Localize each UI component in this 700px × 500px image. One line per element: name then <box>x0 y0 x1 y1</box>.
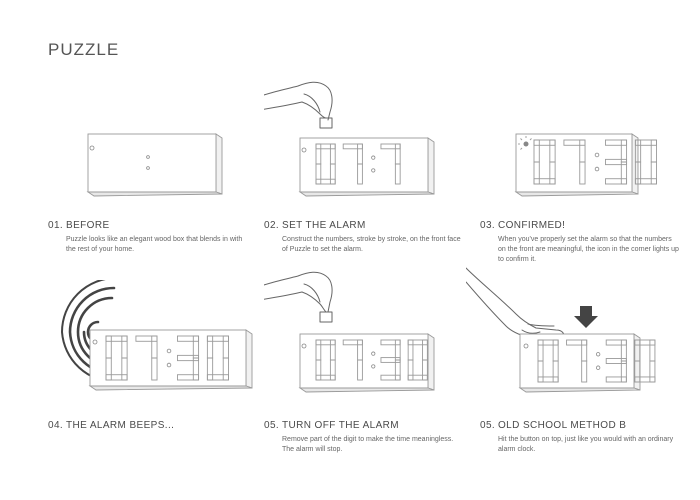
colon-dot <box>594 152 600 158</box>
step-number: 04. <box>48 420 64 431</box>
digit-segment-c <box>151 357 158 381</box>
digit-segment-c <box>357 163 363 185</box>
step-description: Construct the numbers, stroke by stroke,… <box>282 236 461 253</box>
digit-segment-c <box>357 359 363 381</box>
colon-dot <box>371 351 376 356</box>
step-heading: BEFORE <box>66 220 110 231</box>
step-panel-turn-off: 05.TURN OFF THE ALARM Remove part of the… <box>264 260 474 480</box>
digit-segment-f <box>537 339 544 362</box>
digit-segment-b <box>649 339 656 362</box>
down-arrow-icon <box>574 306 598 328</box>
step-heading: CONFIRMED! <box>498 220 566 231</box>
digit-segment-f <box>407 339 414 361</box>
digit-segment-c <box>650 161 657 185</box>
colon-dot <box>594 166 600 172</box>
hand-icon <box>264 271 333 323</box>
old-school-illustration <box>466 267 656 393</box>
digit-segment-f <box>315 143 322 165</box>
digit-segment-c <box>649 360 656 383</box>
digit-segment-c <box>579 161 586 185</box>
step-panel-alarm-beeps: 04.THE ALARM BEEPS... <box>40 280 253 500</box>
digit-segment-d <box>605 178 628 185</box>
digit-segment-f <box>634 339 641 362</box>
digit-segment-f <box>533 139 540 163</box>
colon-dot <box>166 348 172 354</box>
colon-dot <box>595 365 601 370</box>
turn-off-illustration <box>264 271 435 393</box>
confirmed-clock-illustration <box>514 133 657 197</box>
colon-dot <box>371 364 376 369</box>
digit-segment-d <box>634 178 657 185</box>
step-panel-confirmed: 03.CONFIRMED! When you've properly set t… <box>480 120 690 340</box>
step-panel-old-school: 05.OLD SCHOOL METHOD B Hit the button on… <box>466 260 676 480</box>
beeping-clock-illustration <box>60 280 253 391</box>
digit-segment-d <box>380 374 401 381</box>
digit-segment-f <box>206 335 214 359</box>
step-panel-before: 01.BEFORE Puzzle looks like an elegant w… <box>48 120 258 340</box>
colon-dot <box>371 155 376 160</box>
digit-segment-c <box>394 163 401 185</box>
step-description: When you've properly set the alarm so th… <box>498 236 679 263</box>
page-title: PUZZLE <box>48 40 120 59</box>
colon-dot <box>371 168 376 173</box>
step-number: 05. <box>264 420 280 431</box>
step-panel-set-alarm: 02.SET THE ALARM Construct the numbers, … <box>264 60 474 280</box>
step-number: 05. <box>480 420 496 431</box>
blank-clock-illustration <box>86 133 223 197</box>
digit-segment-d <box>605 376 627 383</box>
digit-segment-c <box>581 360 588 383</box>
digit-segment-f <box>105 335 112 359</box>
colon-dot <box>166 362 172 368</box>
step-number: 02. <box>264 220 280 231</box>
set-alarm-illustration <box>264 81 435 197</box>
digit-segment-a <box>634 139 657 146</box>
digit-segment-f <box>315 339 322 361</box>
step-heading: TURN OFF THE ALARM <box>282 420 400 431</box>
step-description: Hit the button on top, just like you wou… <box>498 436 674 453</box>
step-heading: THE ALARM BEEPS... <box>66 420 175 431</box>
digit-segment-d <box>177 374 200 381</box>
digit-segment-b <box>650 139 657 163</box>
digit-segment-f <box>634 139 642 163</box>
light-indicator-icon <box>518 136 532 150</box>
step-number: 01. <box>48 220 64 231</box>
step-heading: SET THE ALARM <box>282 220 366 231</box>
colon-dot <box>595 352 601 357</box>
step-description: Remove part of the digit to make the tim… <box>282 436 454 453</box>
hand-icon <box>264 81 333 129</box>
step-number: 03. <box>480 220 496 231</box>
step-heading: OLD SCHOOL METHOD B <box>498 420 627 431</box>
pointing-hand-icon <box>466 267 565 344</box>
step-description: Puzzle looks like an elegant wood box th… <box>66 236 243 253</box>
